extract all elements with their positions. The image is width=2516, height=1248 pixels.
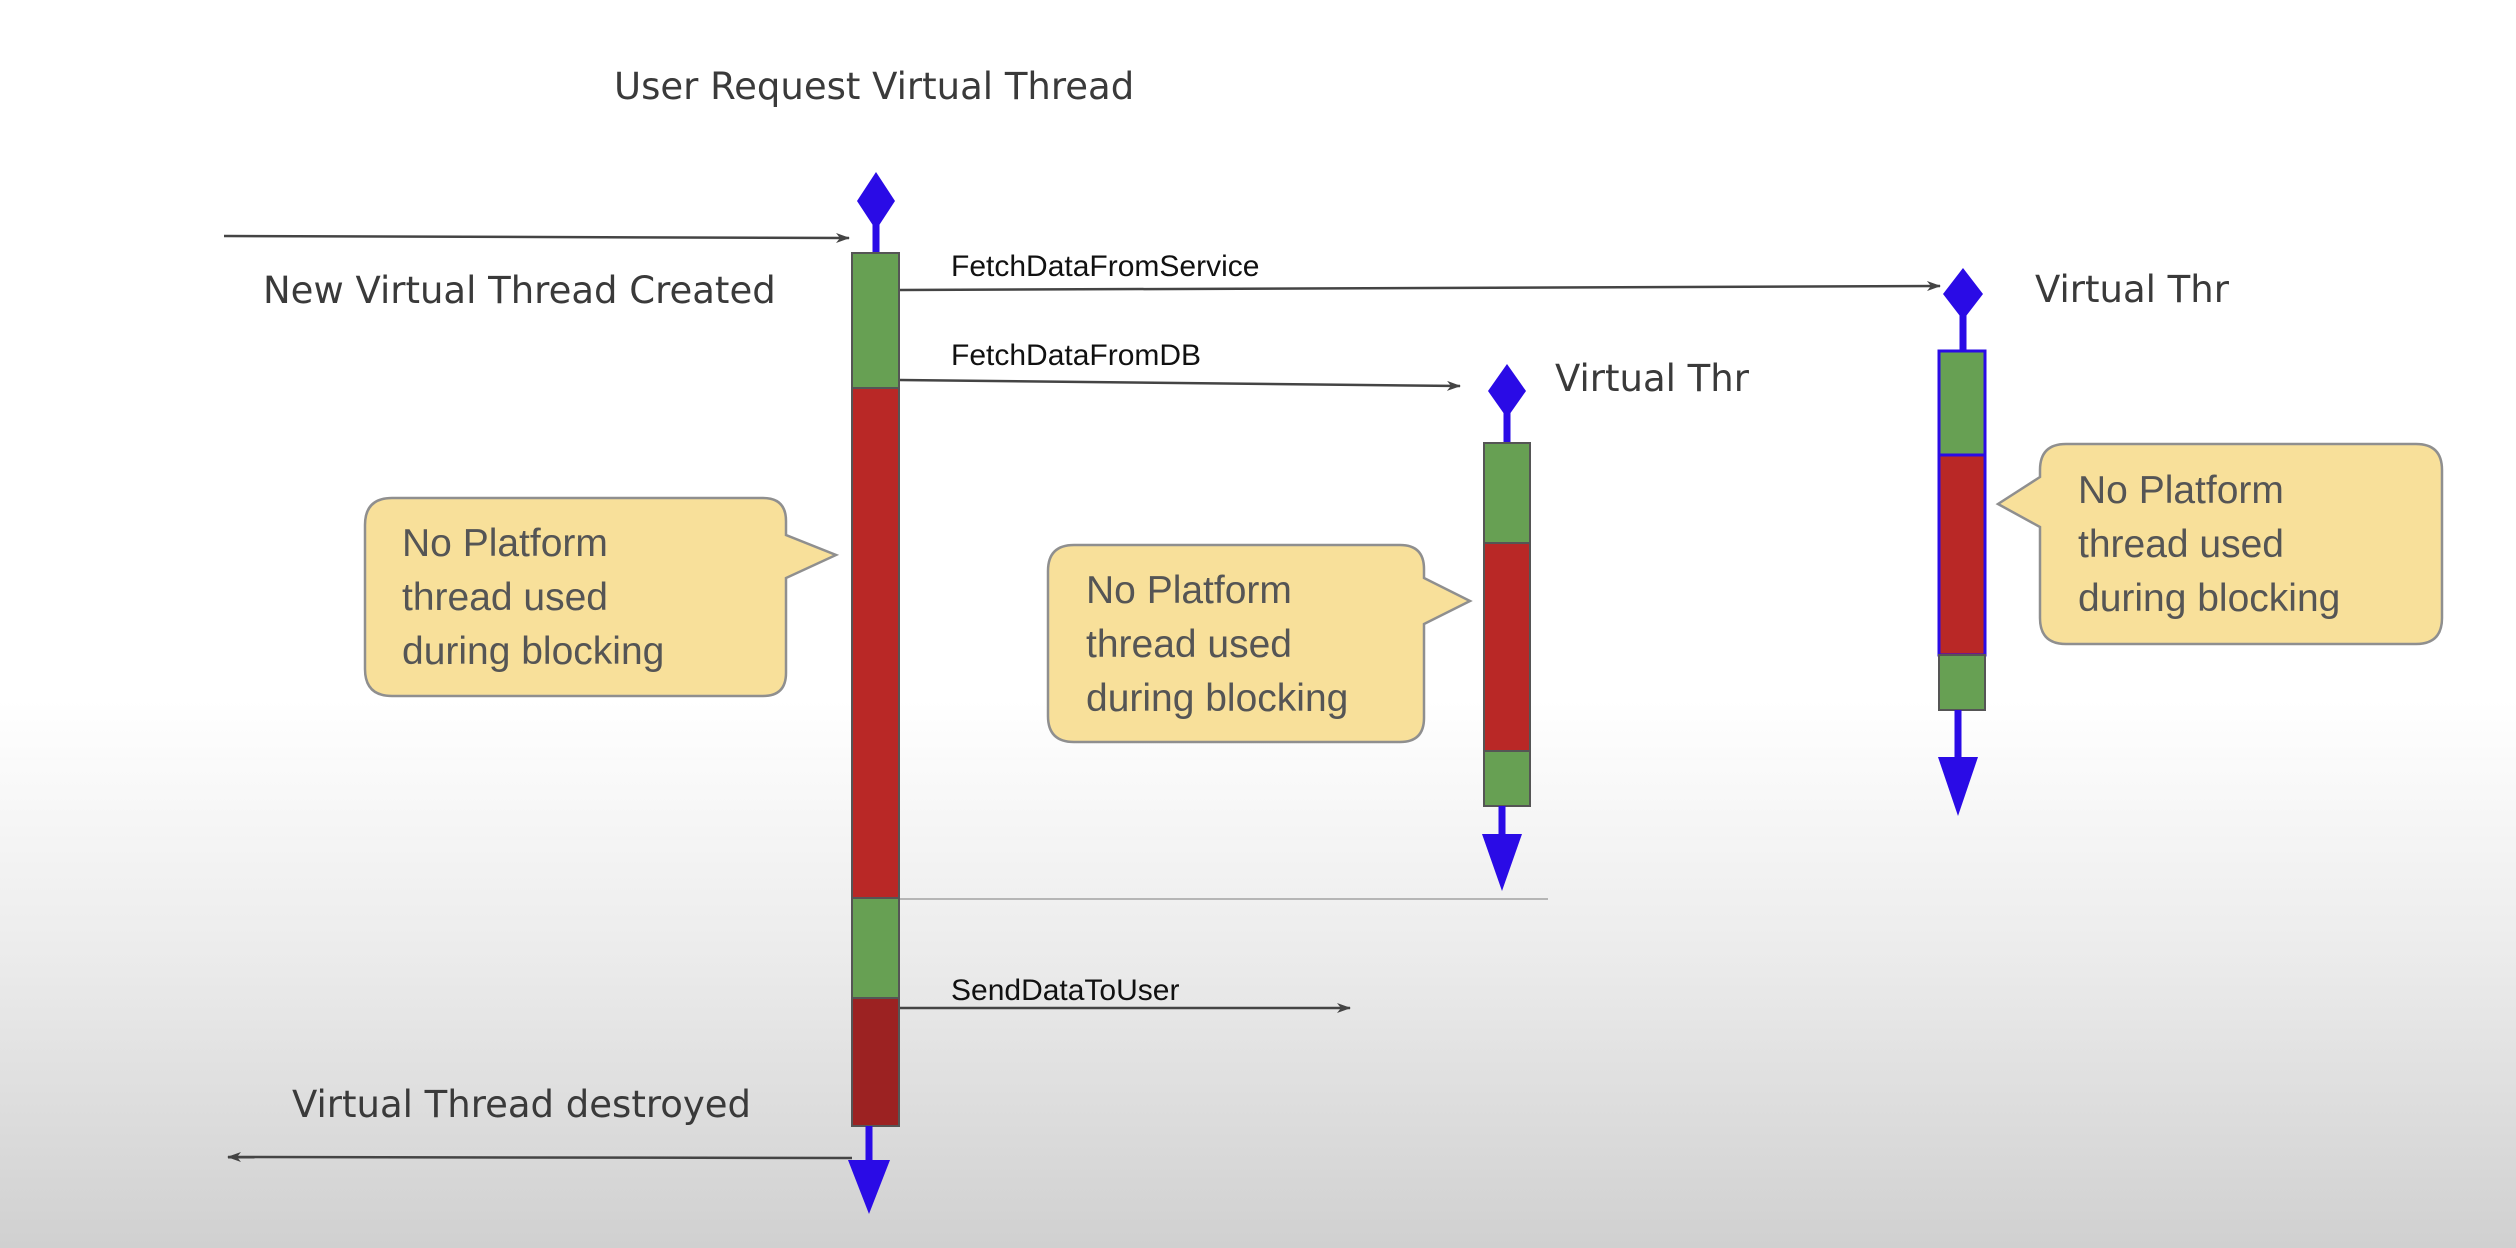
fetch-service-arrow xyxy=(899,281,1941,292)
db-running-segment-2 xyxy=(1483,750,1531,807)
diagram-title: User Request Virtual Thread xyxy=(614,65,1134,108)
fetch-db-arrow xyxy=(899,378,1461,391)
callout-bubble xyxy=(1995,442,2444,646)
thread-destroyed-arrow xyxy=(227,1152,853,1163)
note-line: thread used xyxy=(402,576,608,619)
main-blocked-segment-1 xyxy=(851,387,900,899)
db-lifeline-down-arrow-icon xyxy=(1482,834,1522,891)
callout-bubble xyxy=(1046,543,1473,744)
service-lifeline-down-arrow-icon xyxy=(1938,757,1978,816)
note-line: thread used xyxy=(1086,623,1292,666)
incoming-request-arrow xyxy=(223,232,850,243)
main-blocked-segment-2 xyxy=(851,997,900,1127)
callout-note-db: No Platform thread used during blocking xyxy=(1046,543,1473,744)
note-line: during blocking xyxy=(1086,677,1348,720)
note-line: No Platform xyxy=(2078,469,2284,512)
service-blocked-segment xyxy=(1937,453,1987,657)
fetch-db-label: FetchDataFromDB xyxy=(951,339,1201,372)
db-thread-lifeline xyxy=(1482,364,1531,891)
main-running-segment-1 xyxy=(851,252,900,389)
main-running-segment-2 xyxy=(851,897,900,999)
service-running-segment-2 xyxy=(1938,654,1986,711)
note-line: No Platform xyxy=(402,522,608,565)
main-lifeline-down-arrow-icon xyxy=(848,1160,890,1214)
service-thread-label: Virtual Thr xyxy=(2035,268,2230,311)
service-lifeline-diamond-icon xyxy=(1943,268,1983,320)
service-running-segment-1 xyxy=(1937,349,1987,457)
callout-note-main: No Platform thread used during blocking xyxy=(363,496,840,698)
note-line: during blocking xyxy=(402,630,664,673)
thread-destroyed-label: Virtual Thread destroyed xyxy=(292,1083,751,1126)
note-line: No Platform xyxy=(1086,569,1292,612)
fetch-service-label: FetchDataFromService xyxy=(951,250,1259,283)
db-running-segment-1 xyxy=(1483,442,1531,544)
thread-created-label: New Virtual Thread Created xyxy=(263,269,776,312)
callout-bubble xyxy=(363,496,840,698)
db-lifeline-diamond-icon xyxy=(1488,364,1526,418)
callout-note-service: No Platform thread used during blocking xyxy=(1995,442,2444,646)
db-blocked-segment xyxy=(1483,542,1531,752)
send-data-label: SendDataToUser xyxy=(951,974,1179,1007)
service-thread-lifeline xyxy=(1937,268,1987,816)
note-line: during blocking xyxy=(2078,577,2340,620)
note-line: thread used xyxy=(2078,523,2284,566)
db-thread-label: Virtual Thr xyxy=(1555,357,1750,400)
main-thread-lifeline xyxy=(848,172,900,1214)
main-lifeline-diamond-icon xyxy=(857,172,895,230)
